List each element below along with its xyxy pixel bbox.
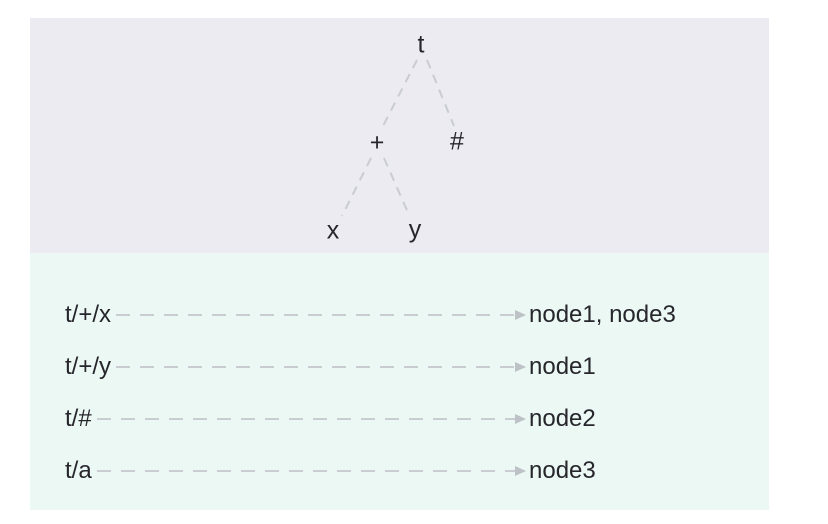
match-lane: t/+/x — [65, 301, 517, 329]
dashed-connector-line — [116, 366, 517, 368]
arrow-right-icon — [515, 310, 526, 320]
topic-tree-panel: t + # x y — [30, 18, 769, 253]
topic-filter-label: t/# — [65, 405, 92, 432]
match-row: t/+/x node1, node3 — [30, 289, 769, 341]
tree-edge-t-plus — [381, 59, 418, 129]
match-row: t/a node3 — [30, 445, 769, 497]
tree-node-hash-wildcard: # — [450, 127, 464, 156]
match-lane: t/a — [65, 457, 517, 485]
match-row: t/+/y node1 — [30, 341, 769, 393]
match-row: t/# node2 — [30, 393, 769, 445]
tree-edges-canvas — [341, 59, 455, 217]
match-lane: t/+/y — [65, 353, 517, 381]
dashed-connector-line — [96, 470, 517, 472]
arrow-right-icon — [515, 466, 526, 476]
tree-node-leaf-x: x — [326, 216, 340, 245]
tree-node-root-t: t — [417, 30, 425, 59]
arrow-right-icon — [515, 414, 526, 424]
dashed-connector-line — [116, 314, 517, 316]
matched-nodes-label: node1 — [529, 353, 596, 380]
matched-nodes-label: node1, node3 — [529, 301, 676, 328]
dashed-connector-line — [96, 418, 517, 420]
topic-filter-label: t/+/y — [65, 353, 112, 380]
matched-nodes-label: node2 — [529, 405, 596, 432]
matched-nodes-label: node3 — [529, 457, 596, 484]
tree-edge-plus-x — [341, 157, 372, 217]
tree-edge-t-hash — [426, 59, 455, 127]
topic-filter-label: t/a — [65, 457, 92, 484]
match-lane: t/# — [65, 405, 517, 433]
topic-match-panel: t/+/x node1, node3 t/+/y node1 t/# node2 — [30, 253, 769, 510]
tree-node-plus-wildcard: + — [369, 128, 385, 157]
topic-filter-label: t/+/x — [65, 301, 112, 328]
tree-node-leaf-y: y — [408, 215, 422, 244]
tree-edge-plus-y — [383, 157, 410, 216]
arrow-right-icon — [515, 362, 526, 372]
